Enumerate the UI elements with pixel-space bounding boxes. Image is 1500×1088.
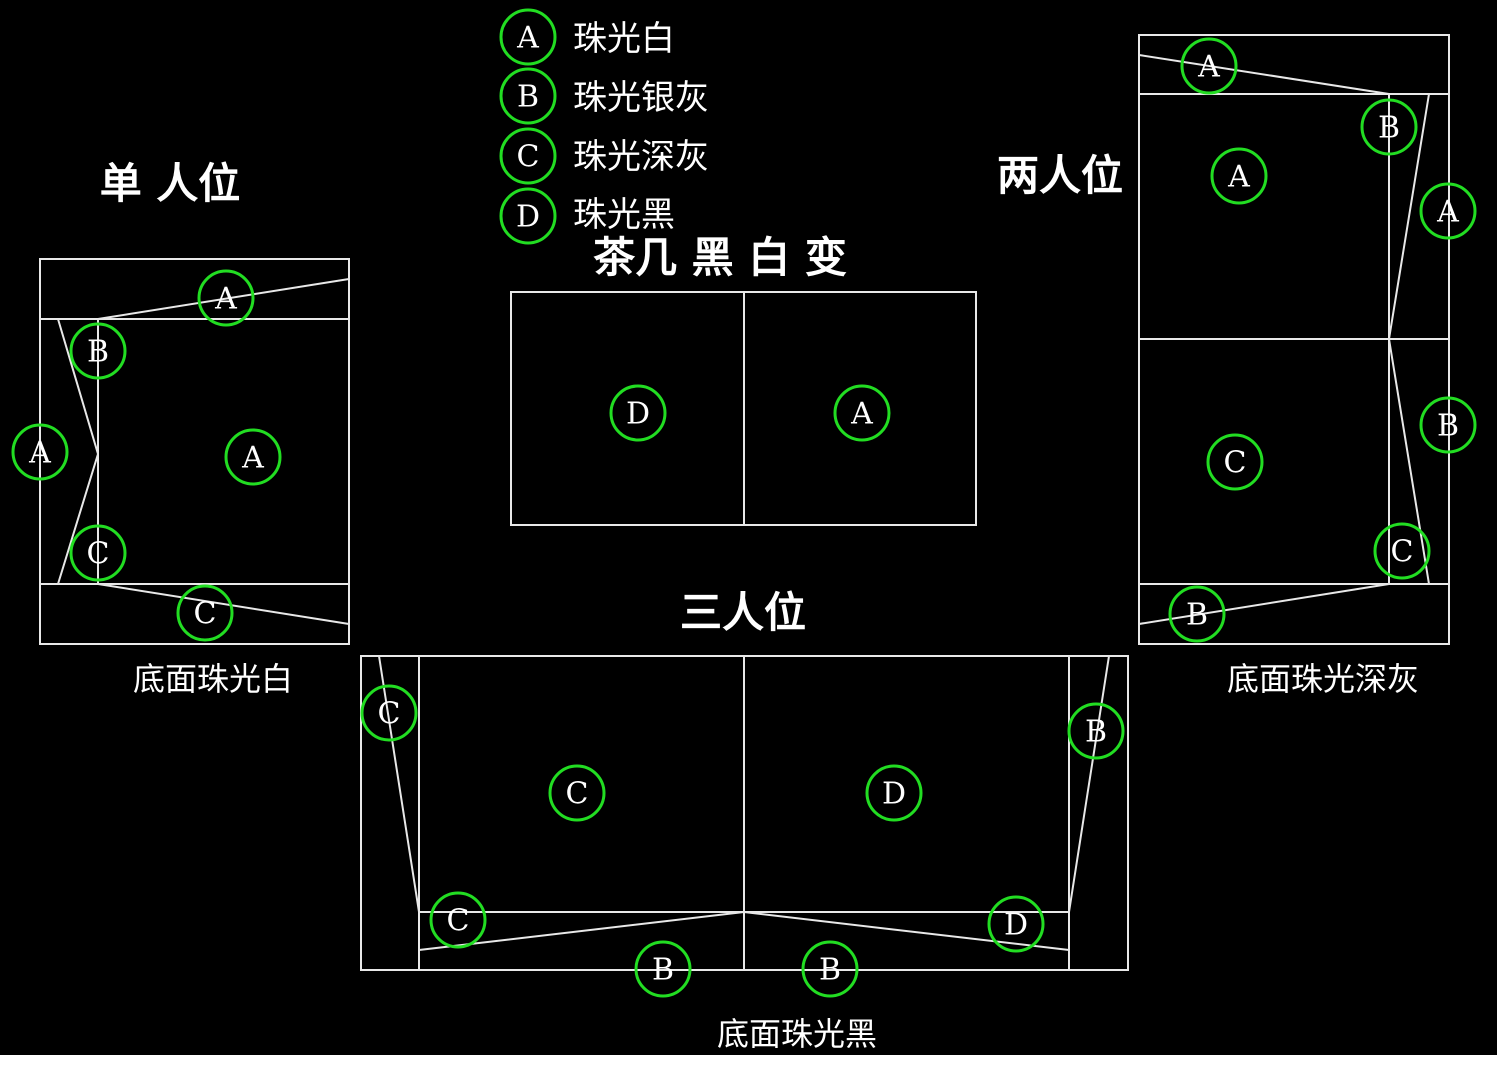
marker: B: [1419, 396, 1477, 454]
svg-text:C: C: [1224, 446, 1247, 481]
marker: C: [548, 764, 606, 822]
marker: A: [1180, 37, 1238, 95]
legend-label-c: 珠光深灰: [573, 137, 709, 177]
svg-text:A: A: [1197, 50, 1220, 85]
single-seat-caption: 底面珠光白: [133, 660, 293, 698]
legend-marker-d: D: [499, 187, 557, 245]
svg-text:B: B: [517, 80, 539, 115]
legend-label-d: 珠光黑: [573, 195, 675, 235]
marker: A: [224, 428, 282, 486]
single-seat-outline: [39, 258, 350, 645]
three-seat-caption: 底面珠光黑: [717, 1015, 877, 1053]
svg-text:B: B: [1378, 111, 1400, 146]
coffee-table-outline: [510, 291, 977, 526]
marker: C: [360, 684, 418, 742]
legend-marker-a: A: [499, 8, 557, 66]
svg-text:C: C: [447, 904, 470, 939]
marker: A: [197, 269, 255, 327]
svg-text:B: B: [1186, 598, 1208, 633]
marker: A: [1419, 182, 1477, 240]
svg-text:B: B: [87, 335, 109, 370]
two-seat-outline: [1138, 34, 1450, 645]
svg-text:C: C: [194, 597, 217, 632]
marker: D: [609, 384, 667, 442]
three-seat-title: 三人位: [680, 588, 806, 637]
svg-text:B: B: [1085, 715, 1107, 750]
marker: B: [1067, 702, 1125, 760]
coffee-table-section: 茶几 黑 白 变 D A: [510, 233, 977, 526]
svg-text:D: D: [882, 777, 906, 812]
svg-text:B: B: [1437, 409, 1459, 444]
marker: C: [69, 524, 127, 582]
marker: B: [1360, 98, 1418, 156]
marker: D: [865, 764, 923, 822]
legend-marker-c: C: [499, 127, 557, 185]
marker: B: [801, 940, 859, 998]
svg-text:B: B: [652, 953, 674, 988]
marker: C: [1206, 433, 1264, 491]
svg-text:D: D: [516, 200, 540, 235]
legend-label-b: 珠光银灰: [573, 78, 709, 118]
svg-text:C: C: [517, 140, 540, 175]
svg-text:A: A: [28, 436, 51, 471]
svg-text:D: D: [1004, 908, 1028, 943]
svg-text:A: A: [214, 282, 237, 317]
svg-text:A: A: [1227, 160, 1250, 195]
svg-text:C: C: [87, 537, 110, 572]
marker: A: [833, 384, 891, 442]
background: [0, 0, 1497, 1055]
two-seat-section: 两人位 A B A A B C C B 底面珠光深灰: [997, 34, 1477, 698]
three-seat-outline: [360, 655, 1129, 971]
marker: D: [987, 895, 1045, 953]
marker: A: [11, 423, 69, 481]
single-seat-section: 单 人位 A B A A C C 底面珠光白: [11, 159, 350, 698]
svg-text:A: A: [516, 21, 539, 56]
marker: B: [1168, 585, 1226, 643]
svg-text:A: A: [1436, 195, 1459, 230]
svg-text:C: C: [1391, 535, 1414, 570]
svg-text:A: A: [850, 397, 873, 432]
marker: C: [1373, 522, 1431, 580]
coffee-table-title: 茶几 黑 白 变: [593, 233, 847, 282]
svg-text:C: C: [378, 697, 401, 732]
svg-text:D: D: [626, 397, 650, 432]
single-seat-title: 单 人位: [100, 159, 241, 208]
legend-label-a: 珠光白: [573, 19, 675, 59]
legend: A 珠光白 B 珠光银灰 C 珠光深灰 D 珠光黑: [499, 8, 709, 245]
marker: C: [176, 584, 234, 642]
svg-text:C: C: [566, 777, 589, 812]
legend-marker-b: B: [499, 67, 557, 125]
marker: B: [69, 322, 127, 380]
two-seat-title: 两人位: [997, 151, 1123, 200]
marker: B: [634, 940, 692, 998]
two-seat-caption: 底面珠光深灰: [1227, 660, 1419, 698]
svg-text:A: A: [241, 441, 264, 476]
three-seat-section: 三人位 C C D B C D B B 底面珠光黑: [360, 588, 1129, 1053]
marker: A: [1210, 147, 1268, 205]
marker: C: [429, 891, 487, 949]
svg-text:B: B: [819, 953, 841, 988]
